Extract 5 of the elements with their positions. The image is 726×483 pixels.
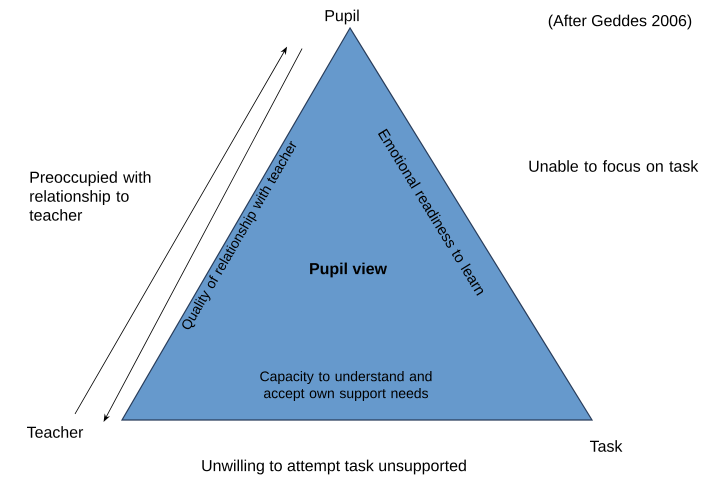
vertex-label: Task xyxy=(590,440,622,452)
vertex-label: Teacher xyxy=(27,426,84,438)
vertex-label: Pupil xyxy=(326,10,359,24)
note: (After Geddes 2006) xyxy=(548,14,692,30)
side-label: Unwilling to attempt task unsupported xyxy=(202,460,466,474)
